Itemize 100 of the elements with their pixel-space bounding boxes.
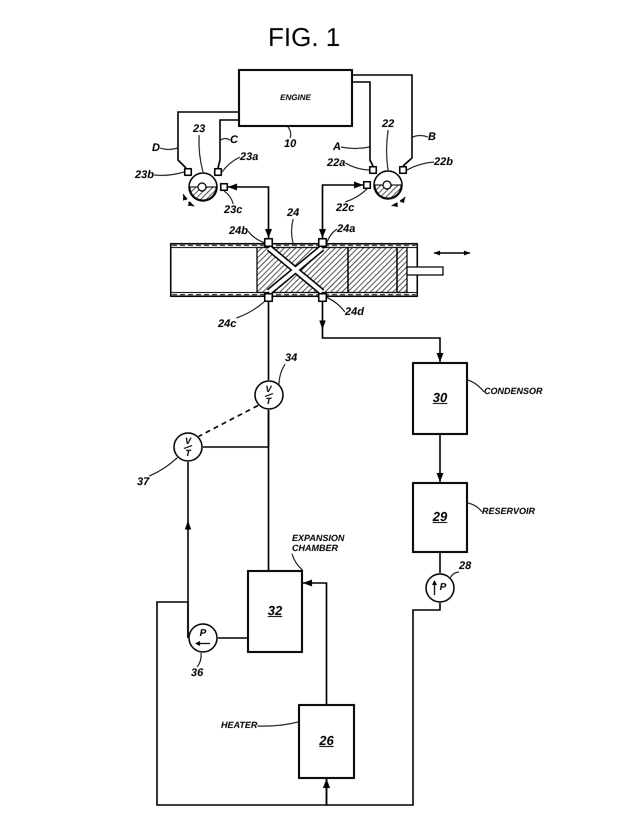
component-box bbox=[247, 570, 303, 653]
component-box bbox=[412, 362, 468, 435]
reference-numeral: 10 bbox=[284, 138, 296, 150]
leader-line bbox=[159, 148, 178, 150]
leader-line bbox=[198, 134, 204, 172]
leader-line bbox=[292, 553, 303, 570]
leader-line bbox=[196, 652, 202, 668]
component-box bbox=[238, 69, 353, 127]
component-box bbox=[412, 482, 468, 553]
symbol-letter: P bbox=[200, 629, 206, 639]
leader-line bbox=[256, 722, 298, 727]
component-label: HEATER bbox=[221, 721, 258, 731]
reference-numeral: 22c bbox=[336, 202, 354, 214]
rotary-valve bbox=[373, 170, 403, 200]
reference-letter: D bbox=[152, 142, 160, 154]
reference-numeral: 24 bbox=[287, 207, 300, 220]
pipe-line bbox=[439, 553, 441, 573]
valve-port bbox=[363, 181, 371, 189]
reference-numeral: 37 bbox=[137, 476, 150, 488]
figure-title: FIG. 1 bbox=[268, 24, 340, 50]
component-label: RESERVOIR bbox=[482, 507, 536, 517]
reference-numeral: 26 bbox=[319, 734, 334, 749]
leader-line bbox=[340, 146, 370, 150]
reference-numeral: 36 bbox=[191, 667, 204, 680]
control-line bbox=[198, 404, 258, 438]
component-label: ENGINE bbox=[280, 94, 311, 102]
leader-line bbox=[220, 138, 230, 141]
reference-numeral: 24c bbox=[218, 318, 236, 330]
pump-symbol bbox=[188, 623, 218, 653]
pipe-line bbox=[353, 81, 374, 166]
reference-numeral: 32 bbox=[268, 604, 282, 619]
leader-line bbox=[148, 457, 178, 476]
reference-numeral: 30 bbox=[432, 391, 448, 406]
valve-port bbox=[318, 238, 327, 247]
reference-letter: B bbox=[428, 131, 436, 144]
leader-line bbox=[468, 502, 482, 512]
valve-port bbox=[399, 166, 407, 174]
leader-line bbox=[247, 230, 264, 243]
pipe-line bbox=[268, 302, 270, 380]
leader-line bbox=[412, 135, 428, 138]
leader-line bbox=[153, 172, 184, 176]
leader-line bbox=[344, 162, 370, 170]
flow-arrow bbox=[436, 435, 444, 482]
reference-numeral: 34 bbox=[285, 352, 298, 364]
pipe-line bbox=[203, 410, 270, 448]
flow-arrow bbox=[303, 580, 328, 704]
pipe-line bbox=[353, 74, 413, 167]
reference-numeral: 23a bbox=[240, 151, 258, 164]
pipe-line bbox=[177, 111, 238, 169]
leader-line bbox=[222, 156, 240, 172]
pipe-line bbox=[218, 637, 247, 639]
leader-line bbox=[406, 162, 434, 170]
component-label: EXPANSION CHAMBER bbox=[292, 534, 356, 554]
reference-numeral: 23c bbox=[224, 204, 242, 216]
reference-numeral: 23b bbox=[135, 169, 154, 182]
leader-line bbox=[468, 380, 484, 392]
flow-arrow bbox=[156, 601, 330, 806]
valve-port bbox=[220, 183, 228, 191]
leader-line bbox=[291, 218, 294, 244]
leader-line bbox=[326, 228, 338, 243]
valve-port bbox=[214, 168, 222, 176]
symbol-letter: T bbox=[266, 396, 272, 406]
valve-symbol bbox=[173, 432, 203, 462]
valve-port bbox=[264, 293, 273, 302]
valve-port bbox=[264, 238, 273, 247]
symbol-letter: V bbox=[184, 436, 191, 446]
reference-numeral: 22 bbox=[382, 118, 394, 130]
reference-numeral: 24d bbox=[345, 306, 364, 318]
reference-numeral: 24a bbox=[337, 223, 356, 236]
pump-symbol bbox=[425, 573, 455, 603]
valve-symbol bbox=[254, 380, 284, 410]
leader-line bbox=[278, 364, 286, 385]
leader-line bbox=[386, 130, 389, 170]
flow-arrow bbox=[228, 184, 272, 238]
flow-arrow bbox=[319, 182, 363, 238]
reference-numeral: 22b bbox=[434, 156, 453, 168]
pipe-line bbox=[217, 119, 238, 168]
valve-port bbox=[369, 166, 377, 174]
reference-numeral: 28 bbox=[459, 560, 472, 572]
reference-numeral: 24b bbox=[229, 225, 248, 238]
reference-letter: A bbox=[333, 141, 341, 154]
valve-port bbox=[318, 293, 327, 302]
symbol-letter: P bbox=[440, 583, 446, 593]
component-label: CONDENSOR bbox=[484, 387, 543, 397]
valve-cylinder bbox=[170, 243, 444, 297]
leader-line bbox=[224, 190, 234, 204]
symbol-letter: T bbox=[185, 448, 191, 458]
symbol-letter: V bbox=[265, 384, 272, 394]
reference-numeral: 29 bbox=[432, 510, 448, 525]
reference-numeral: 22a bbox=[327, 157, 346, 170]
valve-port bbox=[184, 168, 192, 176]
flow-arrow bbox=[319, 302, 444, 362]
leader-line bbox=[326, 297, 346, 313]
leader-line bbox=[344, 188, 368, 202]
leader-line bbox=[450, 572, 460, 578]
reference-numeral: 23 bbox=[193, 123, 206, 136]
rotary-valve bbox=[188, 172, 218, 202]
component-box bbox=[298, 704, 355, 779]
reference-letter: C bbox=[230, 134, 238, 146]
leader-line bbox=[236, 302, 264, 318]
